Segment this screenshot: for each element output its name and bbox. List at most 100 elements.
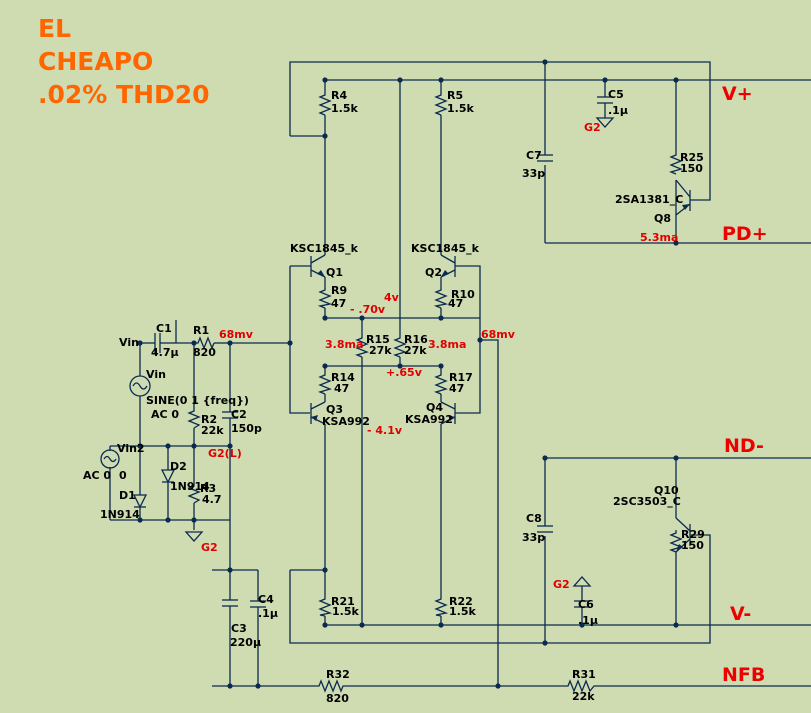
r9-symbol xyxy=(317,287,333,309)
q2-ref: Q2 xyxy=(425,266,442,279)
vin-net-label: Vin xyxy=(119,336,139,349)
vin2-name: Vin2 xyxy=(117,442,145,455)
g2-label-c5: G2 xyxy=(584,121,601,134)
title-line-3: .02% THD20 xyxy=(38,80,210,109)
r10-symbol xyxy=(433,287,449,309)
q8-model: 2SA1381_C xyxy=(615,193,683,206)
q10-model: 2SC3503_C xyxy=(613,495,681,508)
r3-ref: R3 xyxy=(200,482,216,495)
c1-ref: C1 xyxy=(156,322,172,335)
d1-ref: D1 xyxy=(119,489,136,502)
ground-g2-c5 xyxy=(595,117,615,128)
r4-symbol xyxy=(318,92,332,116)
net-nfb: NFB xyxy=(722,664,765,686)
d1-value: 1N914 xyxy=(100,508,140,521)
r16-value: 27k xyxy=(404,344,427,357)
title-line-1: EL xyxy=(38,14,71,43)
r16-ref: R16 xyxy=(404,333,428,346)
title-block: EL CHEAPO .02% THD20 xyxy=(38,14,210,109)
junction-dots xyxy=(137,59,679,689)
c6-ref: C6 xyxy=(578,598,594,611)
c5-value: .1µ xyxy=(608,104,628,117)
q4-ref: Q4 xyxy=(426,401,443,414)
vin2-ac: AC 0 xyxy=(83,469,111,482)
v-neg070-annotation: - .70v xyxy=(350,303,386,316)
r2-symbol xyxy=(187,408,201,429)
vin2-source-symbol xyxy=(100,449,120,469)
r16-symbol xyxy=(393,335,407,358)
ma-q8-annotation: 5.3ma xyxy=(640,231,678,244)
c2-symbol xyxy=(222,411,238,419)
net-vplus: V+ xyxy=(722,83,753,105)
r31-symbol xyxy=(565,679,597,693)
q3-model: KSA992 xyxy=(322,415,370,428)
r22-symbol xyxy=(434,596,449,617)
arrowheads xyxy=(311,204,690,552)
g2-label-c6: G2 xyxy=(553,578,570,591)
component-labels: R4 1.5k R5 1.5k C5 .1µ C7 33p R25 150 2S… xyxy=(100,88,705,705)
r32-symbol xyxy=(316,679,346,693)
r15-ref: R15 xyxy=(366,333,390,346)
c6-value: .1µ xyxy=(578,614,598,627)
r4-ref: R4 xyxy=(331,89,347,102)
title-line-2: CHEAPO xyxy=(38,47,153,76)
c4-value: .1µ xyxy=(258,607,278,620)
r5-ref: R5 xyxy=(447,89,463,102)
r14-symbol xyxy=(318,372,332,395)
c3-value: 220µ xyxy=(230,636,261,649)
r29-ref: R29 xyxy=(681,528,705,541)
r1-value: 820 xyxy=(193,346,216,359)
r17-ref: R17 xyxy=(449,371,473,384)
r31-value: 22k xyxy=(572,690,595,703)
q1-model: KSC1845_k xyxy=(290,242,359,255)
r21-symbol xyxy=(318,596,333,617)
q2-model: KSC1845_k xyxy=(411,242,480,255)
d2-symbol xyxy=(160,469,176,484)
net-pdplus: PD+ xyxy=(722,223,768,245)
vin-source-symbol xyxy=(129,375,151,397)
measurement-annotations: 68mv 68mv 3.8ma 3.8ma - .70v 4v +.65v - … xyxy=(219,231,678,437)
c7-ref: C7 xyxy=(526,149,542,162)
v-4-annotation: 4v xyxy=(384,291,400,304)
q10-ref: Q10 xyxy=(654,484,679,497)
ma-left-annotation: 3.8ma xyxy=(325,338,363,351)
r10-ref: R10 xyxy=(451,288,475,301)
r1-ref: R1 xyxy=(193,324,209,337)
d2-value: 1N914 xyxy=(170,480,210,493)
r15-value: 27k xyxy=(369,344,392,357)
c2-ref: C2 xyxy=(231,408,247,421)
g2-label-input: G2 xyxy=(201,541,218,554)
r29-value: 150 xyxy=(681,539,704,552)
r17-symbol xyxy=(434,372,448,395)
c5-ref: C5 xyxy=(608,88,624,101)
r2-value: 22k xyxy=(201,424,224,437)
g2l-label: G2(L) xyxy=(208,447,242,460)
vin-ac: AC 0 xyxy=(151,408,179,421)
c4-symbol xyxy=(250,600,266,608)
ma-right-annotation: 3.8ma xyxy=(428,338,466,351)
mv-out-annotation: 68mv xyxy=(481,328,516,341)
ground-g2-c6 xyxy=(572,576,592,587)
r14-value: 47 xyxy=(334,382,349,395)
r5-value: 1.5k xyxy=(447,102,474,115)
q3-ref: Q3 xyxy=(326,403,343,416)
vin-source-name: Vin xyxy=(146,368,166,381)
c1-value: 4.7µ xyxy=(151,346,179,359)
ground-g2-input xyxy=(184,531,204,542)
r1-symbol xyxy=(195,336,215,350)
wires xyxy=(109,61,811,687)
r9-value: 47 xyxy=(331,297,346,310)
c8-value: 33p xyxy=(522,531,545,544)
r32-ref: R32 xyxy=(326,668,350,681)
c8-symbol xyxy=(537,525,553,533)
c3-ref: C3 xyxy=(231,622,247,635)
r15-symbol xyxy=(355,335,369,358)
component-symbols xyxy=(100,92,691,693)
r29-symbol xyxy=(669,530,683,553)
c3-symbol xyxy=(222,599,238,607)
c1-symbol xyxy=(154,333,176,353)
r9-ref: R9 xyxy=(331,284,347,297)
v-neg41-annotation: - 4.1v xyxy=(367,424,403,437)
